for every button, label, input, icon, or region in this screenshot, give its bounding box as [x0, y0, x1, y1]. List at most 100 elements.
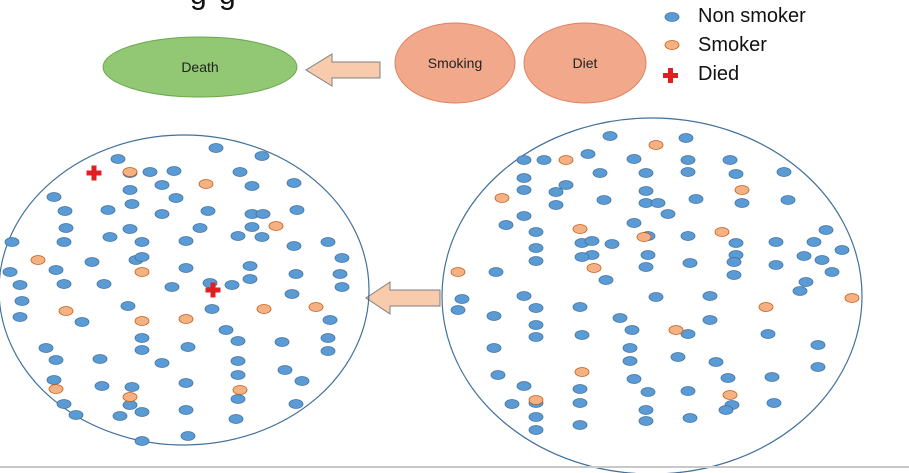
non-smoker-dot [486, 343, 502, 353]
smoker-dot [30, 255, 46, 265]
non-smoker-dot [680, 329, 696, 339]
non-smoker-dot [242, 261, 258, 271]
non-smoker-dot [528, 243, 544, 253]
non-smoker-dot [134, 407, 150, 417]
non-smoker-dot [58, 223, 74, 233]
non-smoker-dot [242, 274, 258, 284]
non-smoker-dot [818, 225, 834, 235]
non-smoker-dot [702, 315, 718, 325]
smoker-dot [636, 232, 652, 242]
smoker-dot [122, 392, 138, 402]
non-smoker-dot [580, 149, 596, 159]
population-arrow [365, 281, 441, 315]
non-smoker-dot [726, 257, 742, 267]
smoker-dot [122, 167, 138, 177]
non-smoker-dot [702, 291, 718, 301]
non-smoker-dot [516, 185, 532, 195]
died-markers [86, 165, 221, 298]
non-smoker-dot [824, 267, 840, 277]
non-smoker-dot [244, 181, 260, 191]
non-smoker-dot [192, 223, 208, 233]
non-smoker-dot [796, 251, 812, 261]
non-smoker-dot [110, 154, 126, 164]
diet-label: Diet [572, 55, 598, 71]
smoker-dot [844, 293, 860, 303]
non-smoker-dot [56, 279, 72, 289]
diet-node [523, 22, 647, 104]
non-smoker-dot [638, 416, 654, 426]
non-smoker-dot [154, 358, 170, 368]
non-smoker-dot [288, 269, 304, 279]
non-smoker-dot [284, 289, 300, 299]
non-smoker-dot [490, 370, 506, 380]
causes-to-death-arrow [305, 53, 381, 87]
non-smoker-dot [4, 237, 20, 247]
non-smoker-dot [624, 325, 640, 335]
non-smoker-dot [680, 155, 696, 165]
non-smoker-dot [232, 167, 248, 177]
non-smoker-dot [12, 280, 28, 290]
non-smoker-dot [516, 381, 532, 391]
non-smoker-dot [558, 180, 574, 190]
non-smoker-dot [488, 267, 504, 277]
non-smoker-dot [168, 193, 184, 203]
non-smoker-dot [528, 412, 544, 422]
non-smoker-dot [638, 405, 654, 415]
right-population-dots [450, 131, 860, 435]
non-smoker-dot [92, 354, 108, 364]
non-smoker-dot [592, 168, 608, 178]
smoker-dot [198, 179, 214, 189]
non-smoker-dot [498, 220, 514, 230]
non-smoker-dot [678, 133, 694, 143]
non-smoker-dot [574, 252, 590, 262]
non-smoker-dot [734, 198, 750, 208]
non-smoker-dot [200, 206, 216, 216]
non-smoker-dot [100, 205, 116, 215]
non-smoker-dot [638, 186, 654, 196]
non-smoker-dot [230, 356, 246, 366]
smoker-dot [722, 390, 738, 400]
non-smoker-dot [528, 425, 544, 435]
non-smoker-dot [134, 252, 150, 262]
smoker-dot [758, 302, 774, 312]
non-smoker-dot [780, 195, 796, 205]
smoker-dot [714, 227, 730, 237]
non-smoker-dot [320, 346, 336, 356]
non-smoker-dot [708, 357, 724, 367]
non-smoker-dot [814, 255, 830, 265]
non-smoker-dot [516, 173, 532, 183]
non-smoker-dot [516, 155, 532, 165]
smoker-dot [178, 314, 194, 324]
non-smoker-dot [638, 262, 654, 272]
non-smoker-dot [626, 154, 642, 164]
non-smoker-dot [528, 303, 544, 313]
non-smoker-dot [154, 209, 170, 219]
smoker-dot [308, 302, 324, 312]
smoker-dot [268, 221, 284, 231]
smoking-label: Smoking [427, 55, 483, 71]
non-smoker-dot [166, 166, 182, 176]
non-smoker-dot [626, 374, 642, 384]
non-smoker-dot [622, 343, 638, 353]
non-smoker-dot [682, 258, 698, 268]
non-smoker-dot [596, 195, 612, 205]
non-smoker-dot [122, 224, 138, 234]
non-smoker-dot [574, 330, 590, 340]
non-smoker-dot [96, 279, 112, 289]
smoker-dot [648, 140, 664, 150]
non-smoker-dot [68, 410, 84, 420]
non-smoker-dot [598, 275, 614, 285]
non-smoker-dot [84, 257, 100, 267]
non-smoker-dot [680, 386, 696, 396]
non-smoker-dot [320, 333, 336, 343]
smoker-dot [734, 185, 750, 195]
non-smoker-dot [38, 343, 54, 353]
non-smoker-dot [178, 405, 194, 415]
non-smoker-dot [612, 313, 628, 323]
non-smoker-dot [57, 206, 73, 216]
non-smoker-dot [120, 301, 136, 311]
smoker-dot [572, 224, 588, 234]
non-smoker-dot [289, 205, 305, 215]
non-smoker-dot [286, 178, 302, 188]
